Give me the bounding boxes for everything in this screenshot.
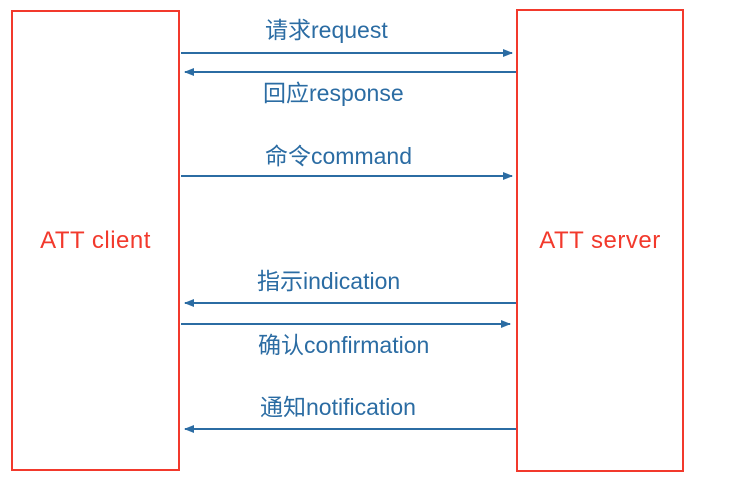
att-server-label: ATT server — [539, 226, 661, 254]
message-label-request: 请求request — [265, 17, 388, 43]
message-label-confirmation: 确认confirmation — [258, 332, 430, 358]
message-label-response: 回应response — [263, 80, 404, 106]
message-label-command: 命令command — [265, 143, 412, 169]
att-client-label: ATT client — [40, 226, 151, 254]
att-server-box: ATT server — [516, 9, 684, 472]
att-client-box: ATT client — [11, 10, 180, 471]
message-label-notification: 通知notification — [260, 394, 416, 420]
message-label-indication: 指示indication — [257, 268, 401, 294]
